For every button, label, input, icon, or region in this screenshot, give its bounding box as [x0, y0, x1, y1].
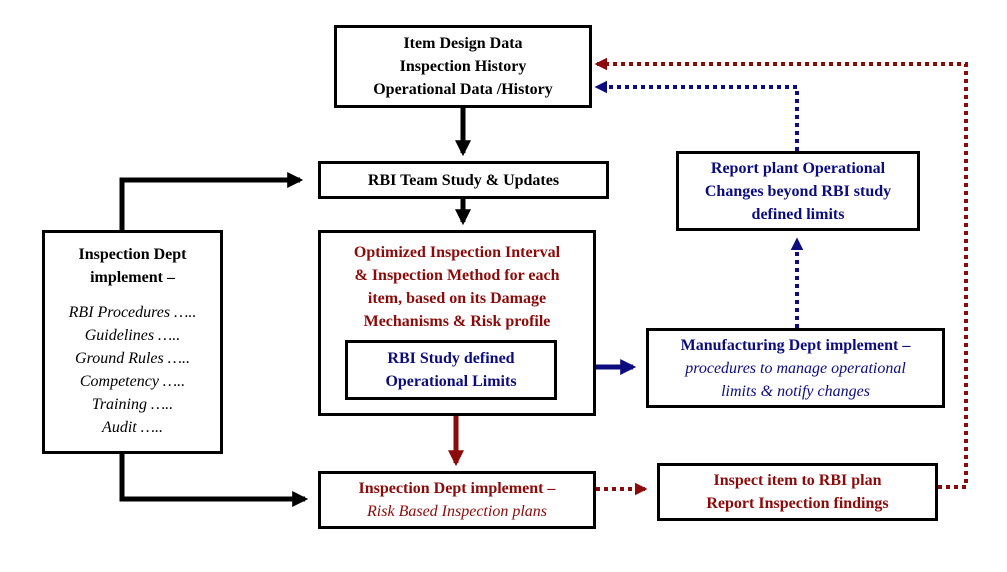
data-sources-line: Inspection History [399, 58, 527, 75]
arrow-left-to-inspection [119, 454, 309, 508]
insp-left-item: RBI Procedures ….. [68, 304, 197, 321]
report-plant-line: defined limits [751, 205, 845, 223]
insp-left-item: Audit ….. [102, 419, 163, 436]
data-sources-box: Item Design Data Inspection History Oper… [334, 25, 592, 108]
insp-left-item: Ground Rules ….. [75, 350, 190, 367]
insp-left-item: Guidelines ….. [84, 327, 181, 344]
manufacturing-title: Manufacturing Dept implement – [680, 336, 911, 354]
inspect-item-box: Inspect item to RBI plan Report Inspecti… [657, 463, 938, 521]
data-sources-line: Operational Data /History [373, 81, 553, 98]
manufacturing-line: procedures to manage operational [685, 359, 906, 377]
report-plant-line: Changes beyond RBI study [704, 182, 892, 200]
inspection-dept-bottom-box: Inspection Dept implement – Risk Based I… [318, 471, 596, 529]
insp-left-item: Training ….. [91, 396, 174, 413]
arrow-report-to-data [594, 80, 799, 151]
operational-limits-box: RBI Study defined Operational Limits [345, 340, 557, 400]
optimized-line: & Inspection Method for each [354, 267, 560, 284]
manufacturing-line: limits & notify changes [721, 382, 870, 400]
rbi-team-box: RBI Team Study & Updates [318, 161, 609, 199]
insp-bottom-subtitle: Risk Based Inspection plans [367, 503, 547, 520]
limits-line: RBI Study defined [387, 350, 515, 367]
insp-left-title: implement – [90, 269, 175, 286]
optimized-line: item, based on its Damage [367, 290, 547, 307]
optimized-line: Mechanisms & Risk profile [363, 313, 551, 330]
limits-line: Operational Limits [385, 373, 517, 390]
report-plant-line: Report plant Operational [710, 159, 886, 177]
inspect-item-line: Inspect item to RBI plan [713, 472, 882, 489]
optimized-line: Optimized Inspection Interval [353, 244, 561, 261]
insp-left-item: Competency ….. [79, 373, 186, 390]
inspect-item-line: Report Inspection findings [706, 495, 889, 512]
rbi-team-label: RBI Team Study & Updates [367, 171, 560, 189]
inspection-dept-left-box: Inspection Dept implement – RBI Procedur… [42, 230, 223, 454]
manufacturing-dept-box: Manufacturing Dept implement – procedure… [646, 328, 945, 408]
insp-left-title: Inspection Dept [78, 246, 187, 263]
insp-bottom-title: Inspection Dept implement – [358, 480, 556, 497]
report-plant-box: Report plant Operational Changes beyond … [676, 151, 920, 231]
arrow-left-to-team [119, 171, 304, 230]
data-sources-line: Item Design Data [403, 35, 523, 52]
arrow-inspect-to-data [594, 57, 968, 489]
